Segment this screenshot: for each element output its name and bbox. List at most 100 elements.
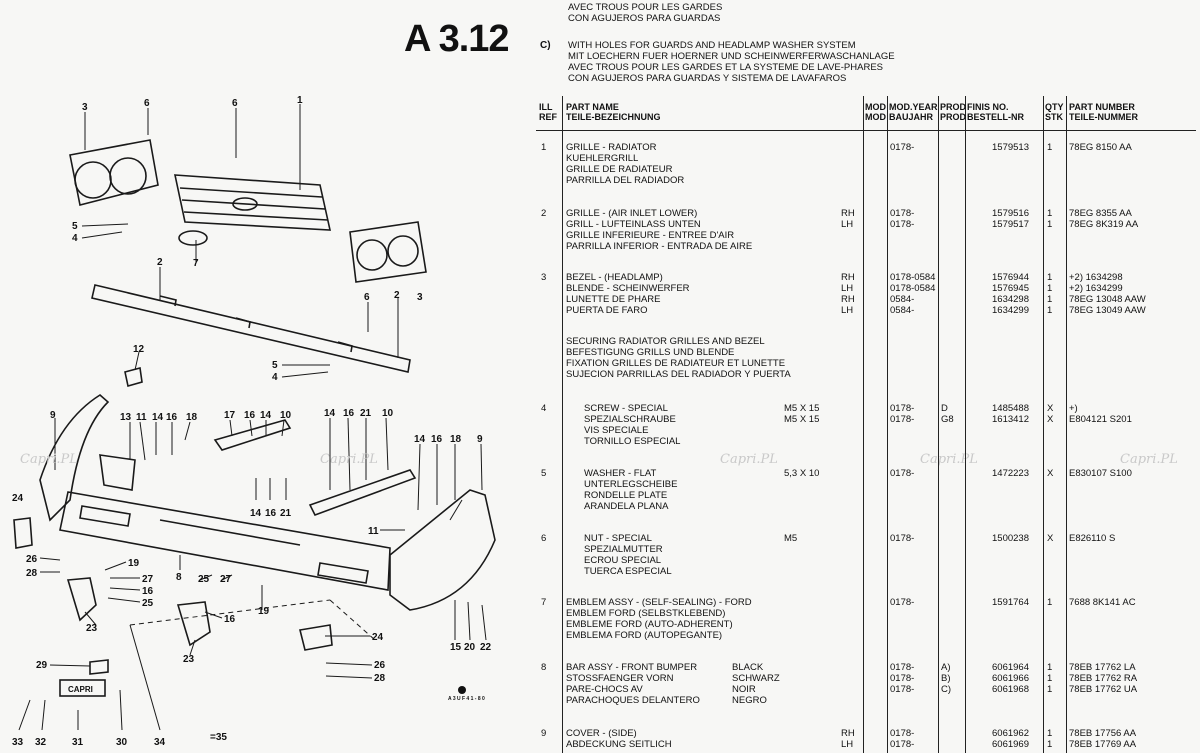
row-part-name: EMBLEM ASSY - (SELF-SEALING) - FORD EMBLE… (566, 597, 752, 641)
row-qty-line: 1 (1047, 272, 1053, 283)
row-finis-line: 6061962 (992, 728, 1029, 739)
row-year-line: 0178- (890, 739, 915, 750)
row-year: 0178-0178- (890, 208, 914, 230)
row-year-line: 0178- (890, 673, 915, 684)
row-year-line: 0584- (890, 294, 915, 305)
lower-air-grille (91, 284, 411, 373)
callout-label: 2 (157, 257, 163, 268)
row-finis-line: 1472223 (992, 468, 1029, 479)
header-part-number: PART NUMBER TEILE-NUMMER (1069, 102, 1138, 122)
callout-label: 20 (464, 642, 476, 653)
callout-label: 24 (372, 632, 384, 643)
guard-center (176, 601, 211, 647)
row-part-name-line: WASHER - FLAT (584, 468, 657, 479)
row-year: 0178-0178- (890, 728, 914, 750)
row-qty: 1 (1047, 597, 1052, 608)
callout-label: 27 (220, 574, 232, 585)
row-prod-line: B) (941, 673, 951, 684)
row-part-name-line: EMBLEME FORD (AUTO-ADHERENT) (566, 619, 733, 630)
row-finis-line: 6061968 (992, 684, 1029, 695)
callout-label: =35 (210, 732, 227, 743)
callout-label: 21 (360, 408, 372, 419)
callout-label: 11 (136, 412, 147, 423)
row-part-name-line: GRILLE DE RADIATEUR (566, 164, 673, 175)
row-spec-line: NOIR (732, 684, 756, 695)
footnote-code: A 3 U F 4 1 - 8 0 (448, 696, 485, 702)
watermark: Capri.PL (20, 452, 78, 467)
section-line: CON AGUJEROS PARA GUARDAS Y SISTEMA DE L… (568, 73, 847, 84)
callout-label: 6 (144, 98, 150, 109)
row-part-name-line: TORNILLO ESPECIAL (584, 436, 681, 447)
guard-left (66, 577, 97, 622)
row-finis-line: 1576944 (992, 272, 1029, 283)
row-finis-line: 6061964 (992, 662, 1029, 673)
row-ref: 8 (541, 662, 547, 673)
callout-label: 23 (86, 623, 98, 634)
callout-label: 11 (368, 526, 379, 537)
row-year: 0178-0178-0178- (890, 662, 914, 695)
row-spec: 5,3 X 10 (784, 468, 819, 479)
row-part-number-line: 78EB 17769 AA (1069, 739, 1137, 750)
row-part-name-line: VIS SPECIALE (584, 425, 649, 436)
row-part-name-line: PARRILLA INFERIOR - ENTRADA DE AIRE (566, 241, 753, 252)
header-top: AVEC TROUS POUR LES GARDES CON AGUJEROS … (568, 2, 722, 24)
callout-label: 16 (166, 412, 178, 423)
row-part-number: E826110 S (1069, 533, 1115, 544)
row-qty-line: X (1047, 414, 1054, 425)
row-qty-line: 1 (1047, 283, 1053, 294)
row-finis-line: 1579513 (992, 142, 1029, 153)
row-prod-line: A) (941, 662, 951, 673)
row-qty-line: 1 (1047, 673, 1053, 684)
row-part-number-line: 78EB 17762 UA (1069, 684, 1138, 695)
row-mod-line: LH (841, 305, 854, 316)
row-year-line: 0178- (890, 728, 915, 739)
row-part-name-line: SECURING RADIATOR GRILLES AND BEZEL (566, 336, 765, 347)
row-part-name-line: UNTERLEGSCHEIBE (584, 479, 678, 490)
callout-label: 17 (224, 410, 236, 421)
row-finis: 1591764 (992, 597, 1029, 608)
row-spec-line: NEGRO (732, 695, 767, 706)
watermark: Capri.PL (1120, 452, 1178, 467)
row-part-name-line: COVER - (SIDE) (566, 728, 637, 739)
row-spec-line: SCHWARZ (732, 673, 780, 684)
row-part-name-line: PUERTA DE FARO (566, 305, 648, 316)
row-part-name-line: EMBLEM ASSY - (SELF-SEALING) - FORD (566, 597, 752, 608)
row-ref: 1 (541, 142, 547, 153)
row-part-name-line: ARANDELA PLANA (584, 501, 669, 512)
row-ref: 5 (541, 468, 547, 479)
row-mod-line: LH (841, 219, 854, 230)
row-ref: 3 (541, 272, 547, 283)
row-prod-line: G8 (941, 414, 954, 425)
callout-label: 16 (244, 410, 256, 421)
row-part-name: GRILLE - (AIR INLET LOWER)GRILL - LUFTEI… (566, 208, 752, 252)
row-ref: 6 (541, 533, 547, 544)
row-finis-line: 6061969 (992, 739, 1029, 750)
row-spec-line: M5 (784, 533, 798, 544)
row-part-name-line: ECROU SPECIAL (584, 555, 662, 566)
callout-label: 18 (450, 434, 462, 445)
row-qty-line: 1 (1047, 728, 1053, 739)
callout-label: 16 (431, 434, 443, 445)
row-year-line: 0178- (890, 662, 915, 673)
row-year-line: 0178- (890, 414, 915, 425)
callout-label: 33 (12, 737, 24, 748)
row-spec: M5 (784, 533, 797, 544)
callout-label: 30 (116, 737, 128, 748)
row-ref: 2 (541, 208, 547, 219)
callout-label: 13 (120, 412, 132, 423)
row-spec-line: M5 X 15 (784, 403, 820, 414)
row-qty-line: 1 (1047, 739, 1053, 750)
row-ref: 7 (541, 597, 547, 608)
row-part-number: E830107 S100 (1069, 468, 1132, 479)
header-finis: FINIS NO. BESTELL-NR (967, 102, 1024, 122)
callout-label: 14 (250, 508, 262, 519)
callout-label: 6 (232, 98, 238, 109)
row-finis: 1579513 (992, 142, 1029, 153)
watermark: Capri.PL (320, 452, 378, 467)
